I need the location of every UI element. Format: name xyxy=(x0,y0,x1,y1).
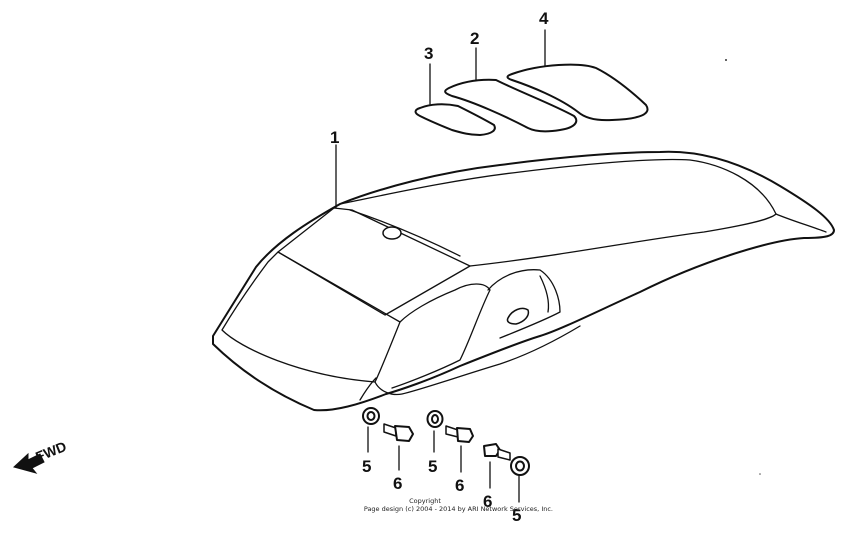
pad-part-3 xyxy=(414,103,496,136)
washer-left xyxy=(362,407,380,425)
copyright-line-2: Page design (c) 2004 - 2014 by ARI Netwo… xyxy=(364,505,553,513)
leader-lines xyxy=(335,29,546,503)
callout-part-2: 2 xyxy=(470,29,479,48)
callout-part-4: 4 xyxy=(539,9,549,28)
washer-right xyxy=(510,456,530,476)
callout-bolt-right: 6 xyxy=(483,492,492,511)
scan-speck xyxy=(759,473,761,475)
washer-mid xyxy=(426,410,444,428)
bolt-mid xyxy=(445,425,474,443)
callout-part-3: 3 xyxy=(424,44,433,63)
callout-bolt-left: 6 xyxy=(393,474,402,493)
bolt-left xyxy=(383,423,414,442)
pad-part-4 xyxy=(506,63,649,122)
bolt-right xyxy=(483,443,511,461)
callout-bolt-mid: 6 xyxy=(455,476,464,495)
scan-speck xyxy=(725,59,727,61)
callout-washer-mid: 5 xyxy=(428,457,437,476)
pad-part-2 xyxy=(444,78,578,133)
fwd-label: FWD xyxy=(33,438,69,465)
fwd-arrow-icon xyxy=(13,452,45,474)
callout-washer-right: 5 xyxy=(512,506,521,525)
callout-part-1: 1 xyxy=(330,128,339,147)
callout-washer-left: 5 xyxy=(362,457,371,476)
copyright-line-1: Copyright xyxy=(409,497,441,505)
rear-fender-part-1 xyxy=(212,150,835,412)
